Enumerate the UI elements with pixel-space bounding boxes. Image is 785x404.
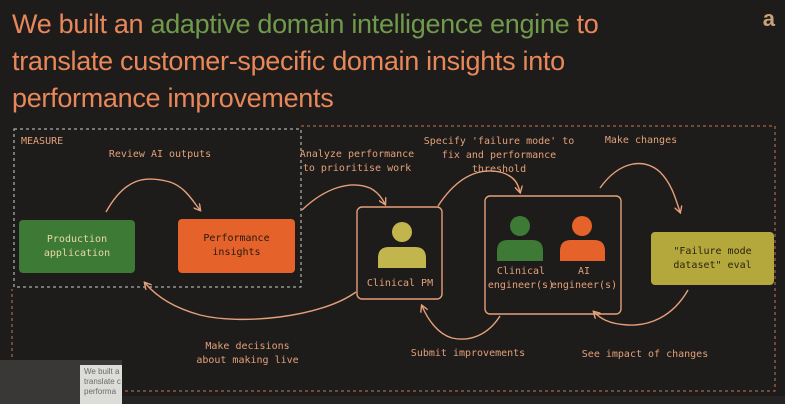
slide-title: We built an adaptive domain intelligence… <box>12 6 702 117</box>
arrow-make-changes <box>599 162 680 212</box>
label-see-impact: See impact of changes <box>581 349 709 360</box>
clinical-engineer-person-icon <box>510 216 530 236</box>
node-clinical-pm: Clinical PM <box>366 278 434 289</box>
measure-frame <box>13 128 302 288</box>
label-analyze: Analyze performance to prioritise work <box>299 149 415 174</box>
clinical-pm-box <box>356 206 443 300</box>
outer-loop-frame <box>11 125 776 392</box>
label-make-decisions: Make decisions about making live <box>196 341 299 366</box>
thumbnail-slide-preview: We built a translate c performa <box>80 365 122 404</box>
arrow-submit <box>422 306 501 340</box>
node-ai-engineers: AI engineer(s) <box>550 266 618 291</box>
title-part2: to translate customer-specific domain in… <box>12 9 599 113</box>
arrow-review <box>105 178 200 213</box>
brand-logo: a <box>762 6 775 31</box>
arrow-see-impact <box>594 289 689 326</box>
clinical-pm-person-icon <box>392 222 412 242</box>
label-make-changes: Make changes <box>604 135 678 146</box>
label-review: Review AI outputs <box>108 149 212 160</box>
label-submit: Submit improvements <box>410 348 526 359</box>
node-production-application: Production application <box>19 220 135 273</box>
node-performance-insights: Performance insights <box>178 219 295 273</box>
bottom-strip <box>122 396 785 404</box>
title-part1: We built an <box>12 9 151 39</box>
arrow-make-decisions <box>145 283 357 321</box>
arrow-specify <box>437 170 520 207</box>
node-failure-mode-eval: "Failure mode dataset" eval <box>651 232 774 285</box>
title-highlight: adaptive domain intelligence engine <box>150 9 570 39</box>
ai-engineer-person-icon <box>572 216 592 236</box>
engineers-box <box>484 195 622 315</box>
label-specify: Specify 'failure mode' to fix and perfor… <box>423 136 575 175</box>
arrow-analyze <box>301 184 385 211</box>
presenter-thumbnail: We built a translate c performa <box>0 360 122 404</box>
measure-label: MEASURE <box>21 136 64 147</box>
node-clinical-engineers: Clinical engineer(s) <box>487 266 555 291</box>
